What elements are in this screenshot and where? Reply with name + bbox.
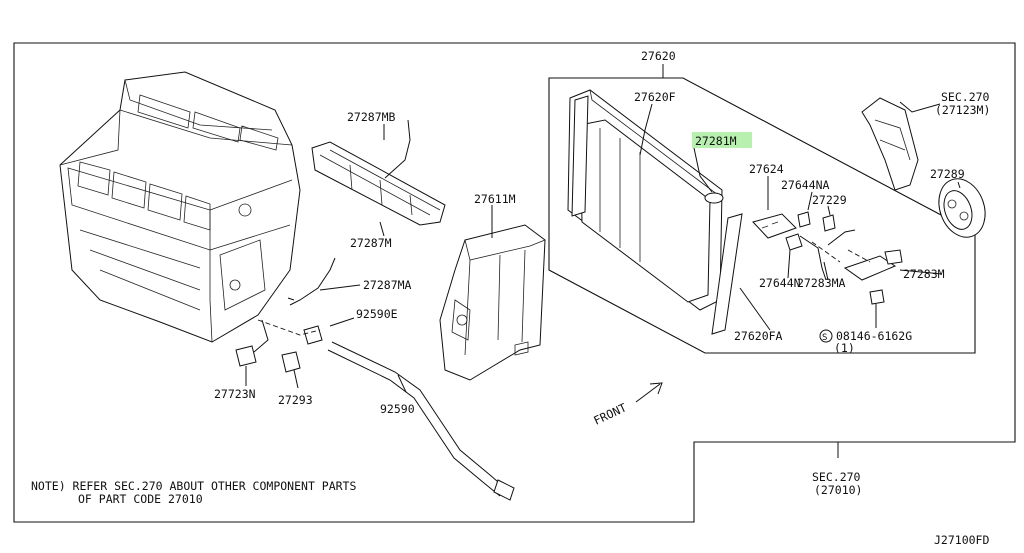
- label-27281m: 27281M: [695, 134, 737, 148]
- label-27283ma: 27283MA: [797, 276, 846, 290]
- clip-92590e-drawing: [303, 325, 323, 345]
- label-27620: 27620: [641, 49, 676, 63]
- label-s-mark: S: [822, 333, 827, 343]
- blower-casing-27611m-drawing: [439, 224, 546, 381]
- label-27287m: 27287M: [350, 236, 392, 250]
- label-27287ma: 27287MA: [363, 278, 412, 292]
- label-sec270-a: SEC.270: [941, 90, 990, 104]
- hose-27287ma-drawing: [287, 257, 336, 306]
- oring-27644n-drawing: [785, 233, 803, 251]
- valve-27283m-drawing: [843, 255, 897, 281]
- label-27293: 27293: [278, 393, 313, 407]
- drain-hose-92590-drawing: [331, 341, 506, 489]
- seal-27620fa-drawing: [711, 213, 743, 335]
- label-27289: 27289: [930, 167, 965, 181]
- label-front: FRONT: [591, 400, 628, 427]
- label-sec270-a-sub: (27123M): [935, 103, 990, 117]
- clip-27293-drawing: [281, 351, 301, 373]
- label-27620fa: 27620FA: [734, 329, 783, 343]
- leader-lines: [245, 64, 961, 458]
- outer-frame: [13, 42, 1016, 523]
- evaporator-frame: [548, 77, 976, 354]
- label-08146-qty: (1): [834, 341, 855, 355]
- label-92590e: 92590E: [356, 307, 398, 321]
- label-27287mb: 27287MB: [347, 110, 396, 124]
- label-92590: 92590: [380, 402, 415, 416]
- label-sec270-b-sub: (27010): [814, 483, 862, 497]
- sensor-27723n-drawing: [235, 345, 257, 367]
- label-27644n: 27644N: [759, 276, 801, 290]
- bolt-27229-drawing: [822, 214, 836, 232]
- label-27644na: 27644NA: [781, 178, 830, 192]
- label-27624: 27624: [749, 162, 784, 176]
- grommet-27289-drawing: [938, 178, 986, 238]
- seal-27620f-drawing: [571, 95, 589, 217]
- valve-27624-drawing: [752, 213, 797, 239]
- duct-27287mb-drawing: [311, 119, 446, 226]
- label-27723n: 27723N: [214, 387, 256, 401]
- highlight-27281m: [692, 132, 752, 148]
- diagram-code: J27100FD: [934, 533, 989, 547]
- heater-unit-drawing: [59, 71, 301, 343]
- label-sec270-b: SEC.270: [812, 470, 861, 484]
- label-27620f: 27620F: [634, 90, 676, 104]
- front-arrow: [635, 382, 663, 403]
- s-circle-icon: [819, 329, 833, 343]
- label-27283m: 27283M: [903, 267, 945, 281]
- oring-27644na-drawing: [797, 211, 811, 228]
- label-08146: 08146-6162G: [836, 329, 912, 343]
- note-line-2: OF PART CODE 27010: [78, 492, 203, 506]
- bolt-08146-drawing: [869, 289, 885, 305]
- label-27229: 27229: [812, 193, 847, 207]
- evaporator-core-drawing: [567, 89, 724, 311]
- pipe-27283ma-drawing: [799, 235, 827, 281]
- note-line-1: NOTE) REFER SEC.270 ABOUT OTHER COMPONEN…: [31, 479, 356, 493]
- label-27611m: 27611M: [474, 192, 516, 206]
